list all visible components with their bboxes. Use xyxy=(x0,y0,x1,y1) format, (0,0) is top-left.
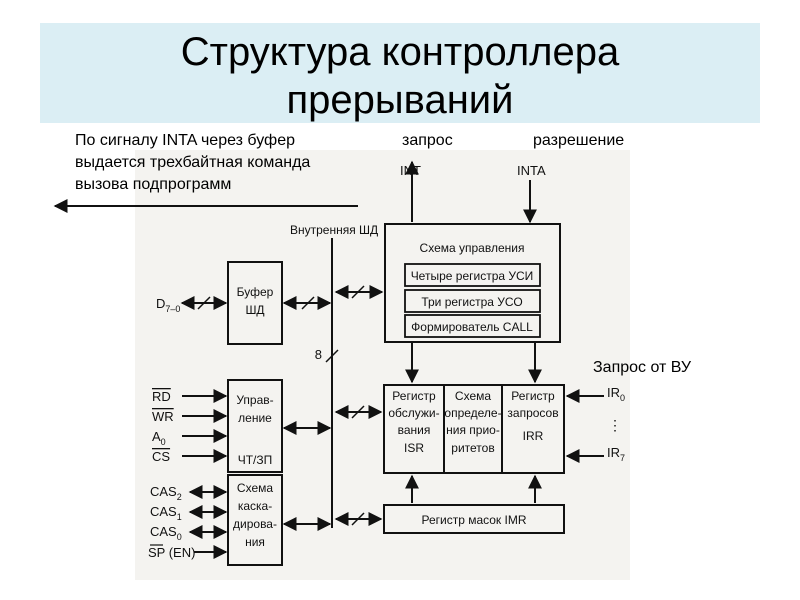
isr-label-1: Регистр xyxy=(392,389,436,403)
buffer-bus-slash xyxy=(301,296,315,310)
data-buffer-block xyxy=(227,261,283,345)
priority-label-4: ритетов xyxy=(451,441,494,455)
cascade-label-1: Схема xyxy=(237,481,273,495)
pin-cs: CS xyxy=(152,449,170,464)
registers-row-block xyxy=(383,384,565,474)
call-former-block xyxy=(404,314,541,338)
priority-label-1: Схема xyxy=(455,389,491,403)
inta-note-line-1: По сигналу INTA через буфер xyxy=(75,132,296,149)
control-scheme-block xyxy=(384,223,561,343)
isr-label-3: вания xyxy=(398,423,431,437)
internal-bus-label: Внутренняя ШД xyxy=(290,223,378,237)
isr-label-4: ISR xyxy=(404,441,424,455)
pin-sp-en: SP (EN) xyxy=(148,545,195,560)
pin-cas0: CAS0 xyxy=(150,524,182,542)
inta-note-line-2: выдается трехбайтная команда xyxy=(75,154,311,171)
data-pin-slash xyxy=(197,296,211,310)
data-buffer-label-1: Буфер xyxy=(237,285,274,299)
cascade-label-4: ния xyxy=(245,535,265,549)
usi-registers-block xyxy=(404,263,541,287)
bus-registers-slash xyxy=(351,405,365,419)
rw-control-label-3: ЧТ/ЗП xyxy=(238,453,273,467)
rw-control-label-1: Управ- xyxy=(236,393,273,407)
ir-dots: ⋮ xyxy=(608,417,622,433)
ir7-label: IR7 xyxy=(607,445,625,463)
pin-wr: WR xyxy=(152,409,174,424)
priority-label-3: ния прио- xyxy=(446,423,500,437)
title-line-1: Структура контроллера xyxy=(180,30,620,74)
call-former-label: Формирователь CALL xyxy=(411,320,533,334)
permission-caption: разрешение xyxy=(533,132,625,149)
title-line-2: прерываний xyxy=(286,78,514,122)
rw-control-block xyxy=(227,379,283,473)
imr-label: Регистр масок IMR xyxy=(421,513,526,527)
bus-width-slash xyxy=(325,349,339,363)
data-buffer-label-2: ШД xyxy=(245,303,264,317)
title-band xyxy=(40,23,760,123)
uso-registers-label: Три регистра УСО xyxy=(421,295,522,309)
bus-imr-slash xyxy=(351,512,365,526)
ir0-label: IR0 xyxy=(607,385,625,403)
isr-label-2: обслужи- xyxy=(388,406,439,420)
irr-label-3: IRR xyxy=(523,429,544,443)
bus-control-slash xyxy=(351,285,365,299)
data-pin-label: D7–0 xyxy=(156,296,180,314)
slide-title: Структура контроллера прерываний xyxy=(40,28,760,124)
rw-control-label-2: ление xyxy=(238,411,272,425)
irr-label-1: Регистр xyxy=(511,389,555,403)
bus-width-label: 8 xyxy=(315,347,322,362)
inta-label: INTA xyxy=(517,163,546,178)
pin-cas1: CAS1 xyxy=(150,504,182,522)
external-request-caption: Запрос от ВУ xyxy=(593,359,692,376)
cascade-block xyxy=(227,474,283,566)
request-caption: запрос xyxy=(402,132,453,149)
irr-label-2: запросов xyxy=(507,406,558,420)
int-label: INT xyxy=(400,163,421,178)
cascade-label-3: дирова- xyxy=(233,517,277,531)
pin-cas2: CAS2 xyxy=(150,484,182,502)
imr-block xyxy=(383,504,565,534)
priority-label-2: определе- xyxy=(444,406,501,420)
control-scheme-title: Схема управления xyxy=(420,241,525,255)
pin-rd: RD xyxy=(152,389,171,404)
inta-note-line-3: вызова подпрограмм xyxy=(75,176,232,193)
uso-registers-block xyxy=(404,289,541,313)
cascade-label-2: каска- xyxy=(238,499,272,513)
usi-registers-label: Четыре регистра УСИ xyxy=(411,269,534,283)
pin-a0: A0 xyxy=(152,429,166,447)
